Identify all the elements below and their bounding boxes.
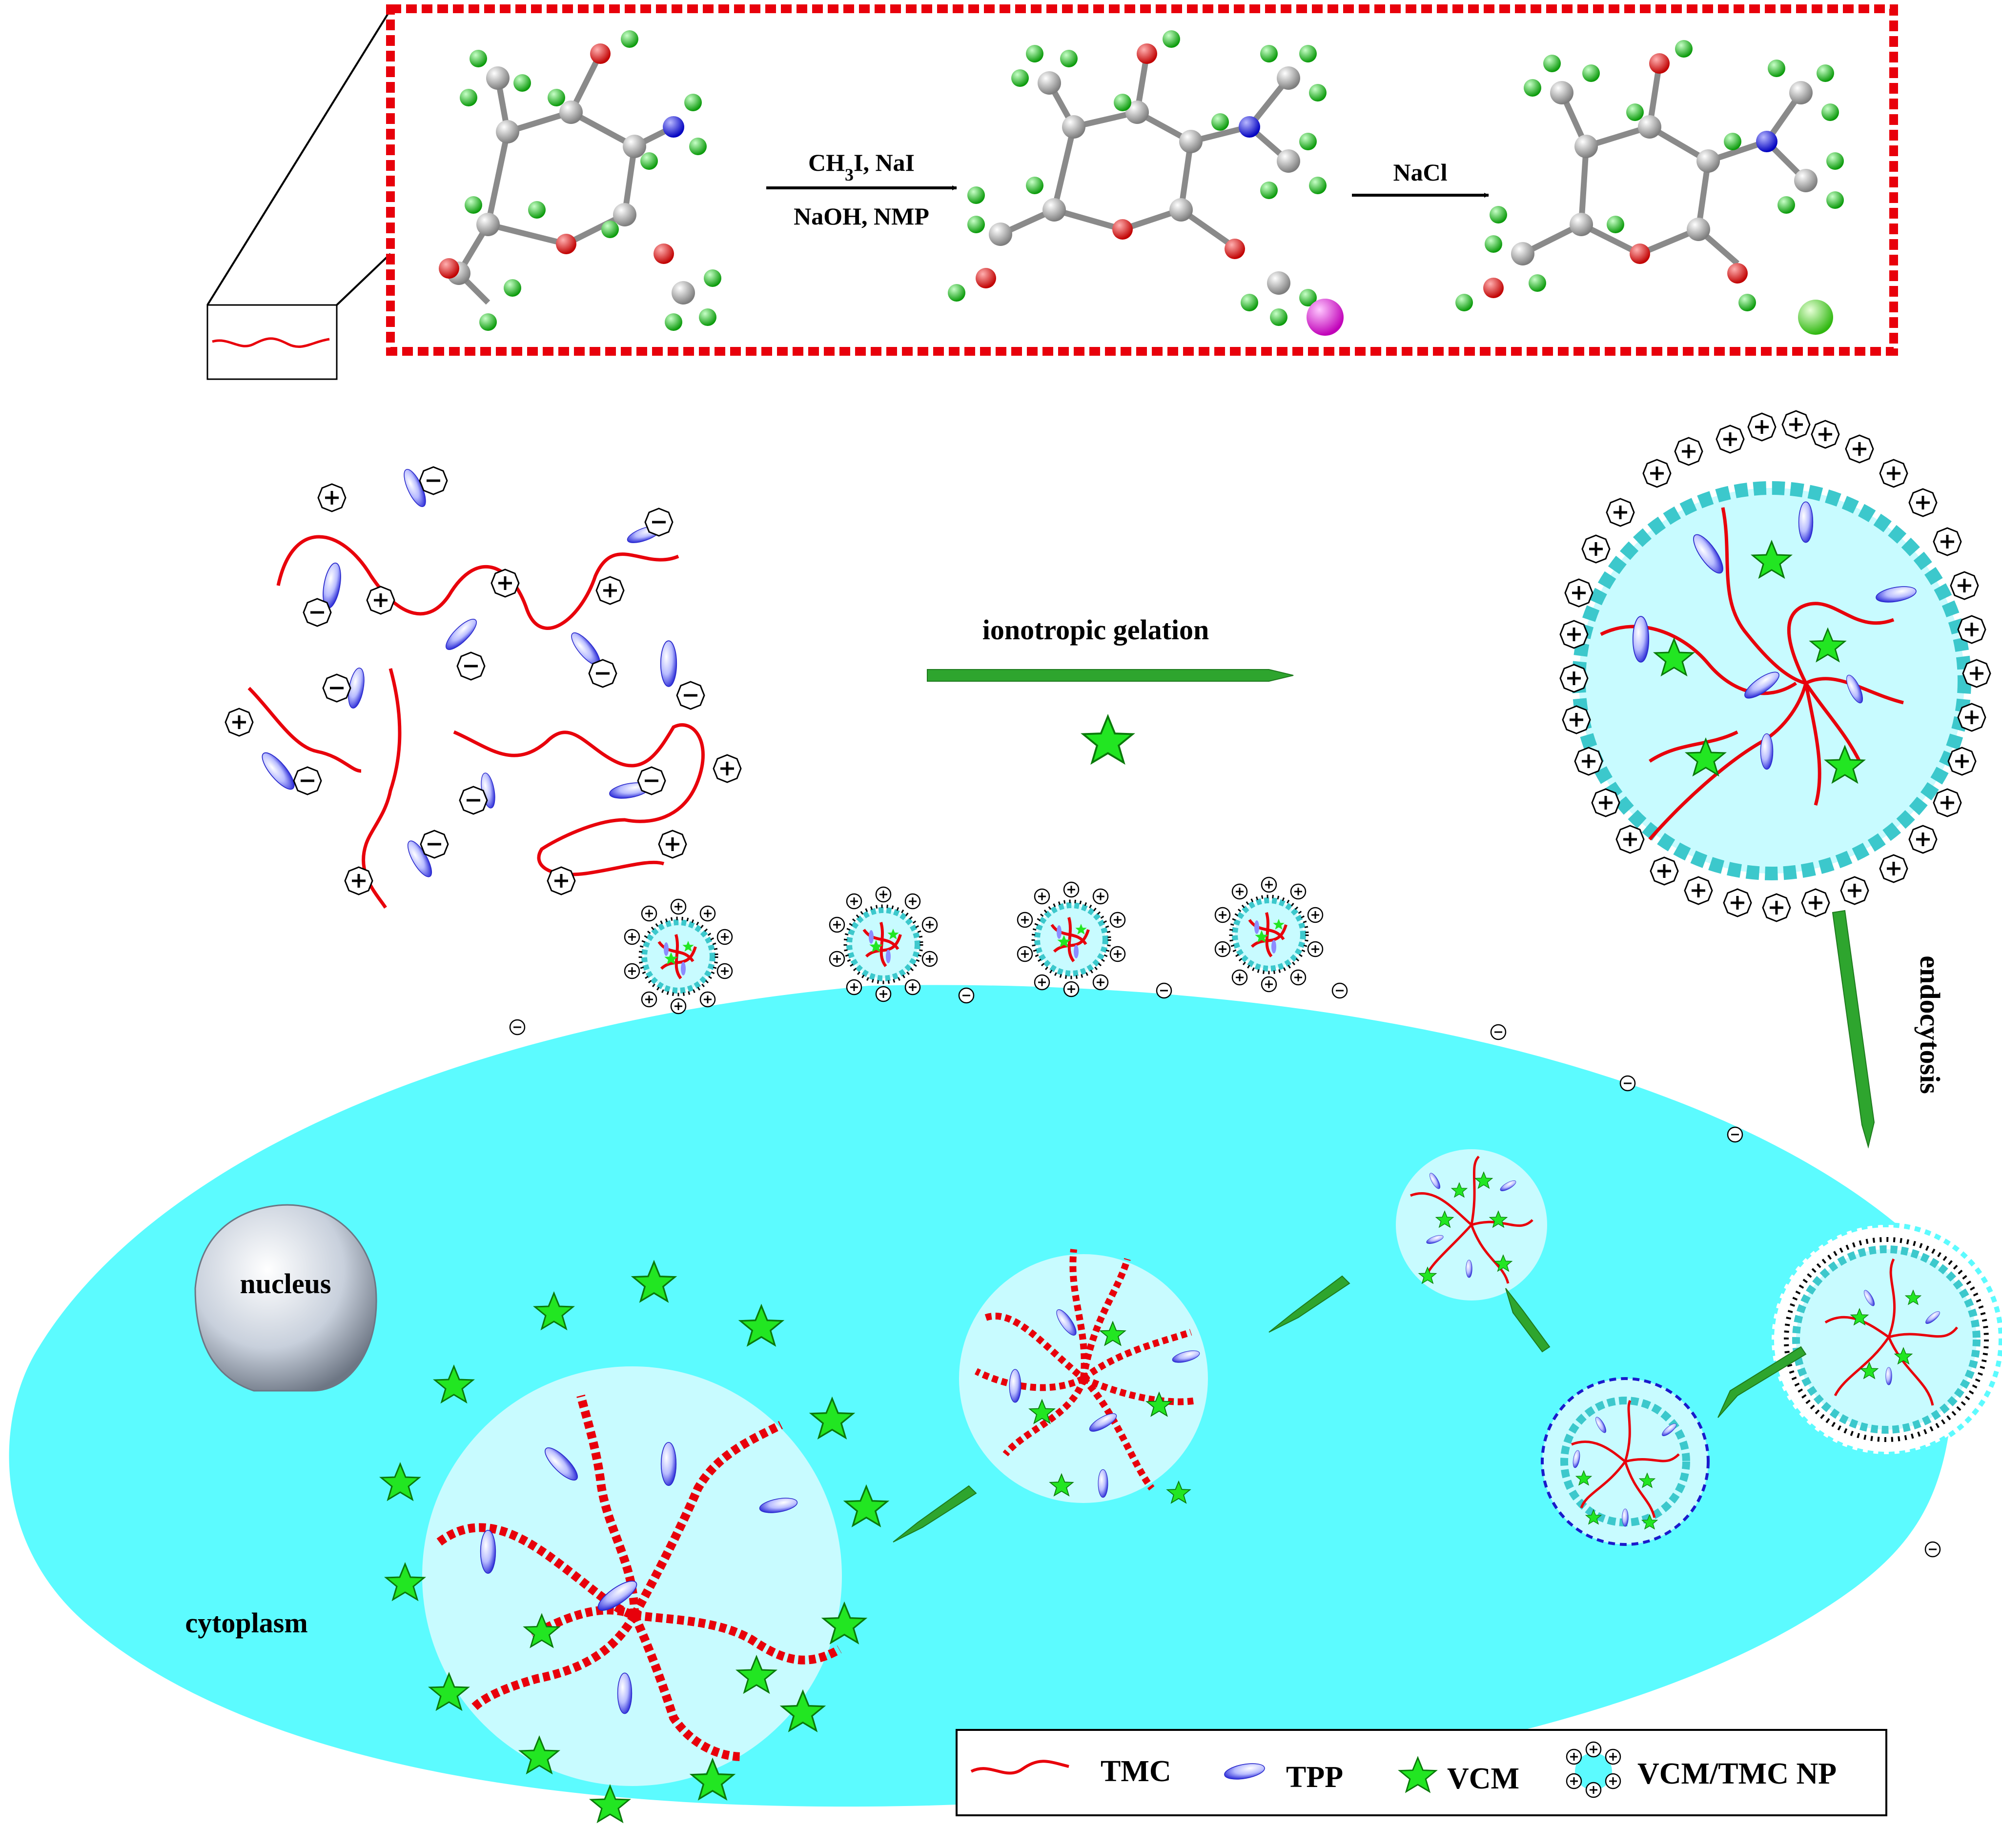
legend-label-tpp: TPP — [1286, 1761, 1343, 1794]
pathway-arrows — [893, 1275, 1807, 1543]
disintegrating-nanoparticle — [380, 1261, 888, 1823]
reaction-step-1: CH3I, NaI NaOH, NMP — [766, 149, 957, 230]
endocytosis-label: endocytosis — [1914, 955, 1946, 1094]
drug-star-icon — [1082, 715, 1134, 764]
legend-item-np: VCM/TMC NP — [1566, 1741, 1837, 1798]
chitosan-molecule — [439, 30, 721, 331]
iodide-ion — [1307, 299, 1344, 336]
entering-nanoparticle — [1784, 1237, 1989, 1442]
nucleus-label: nucleus — [240, 1268, 331, 1300]
cytoplasm-label: cytoplasm — [185, 1607, 307, 1639]
large-nanoparticle — [1560, 411, 1990, 921]
released-nanoparticle-small — [1396, 1149, 1547, 1300]
reagent-label-1a: CH3I, NaI — [808, 149, 915, 184]
chloride-ion — [1798, 300, 1833, 335]
reaction-step-2: NaCl — [1352, 159, 1489, 198]
legend-item-tmc: TMC — [970, 1755, 1171, 1788]
legend-label-tmc: TMC — [1101, 1755, 1171, 1788]
tmc-chloride-molecule — [1455, 40, 1844, 335]
legend: TMC TPP VCM VCM/TMC NP — [956, 1729, 1887, 1816]
gelation-label: ionotropic gelation — [982, 614, 1209, 646]
endocytosis-arrow: endocytosis — [1832, 910, 1946, 1149]
legend-label-vcm: VCM — [1447, 1762, 1519, 1795]
free-components-cluster — [225, 467, 741, 909]
legend-item-tpp: TPP — [1223, 1760, 1343, 1794]
trimethyl-chitosan-iodide-molecule — [948, 30, 1344, 336]
gelation-arrow: ionotropic gelation — [927, 614, 1294, 764]
chain-zoom-box — [206, 9, 391, 380]
endosome — [1541, 1377, 1710, 1546]
legend-label-np: VCM/TMC NP — [1637, 1757, 1837, 1790]
legend-item-vcm: VCM — [1399, 1757, 1519, 1795]
swelling-nanoparticle — [959, 1249, 1208, 1503]
reagent-label-2: NaCl — [1393, 159, 1447, 186]
nucleus: nucleus — [194, 1204, 377, 1392]
reagent-label-1b: NaOH, NMP — [794, 203, 929, 230]
